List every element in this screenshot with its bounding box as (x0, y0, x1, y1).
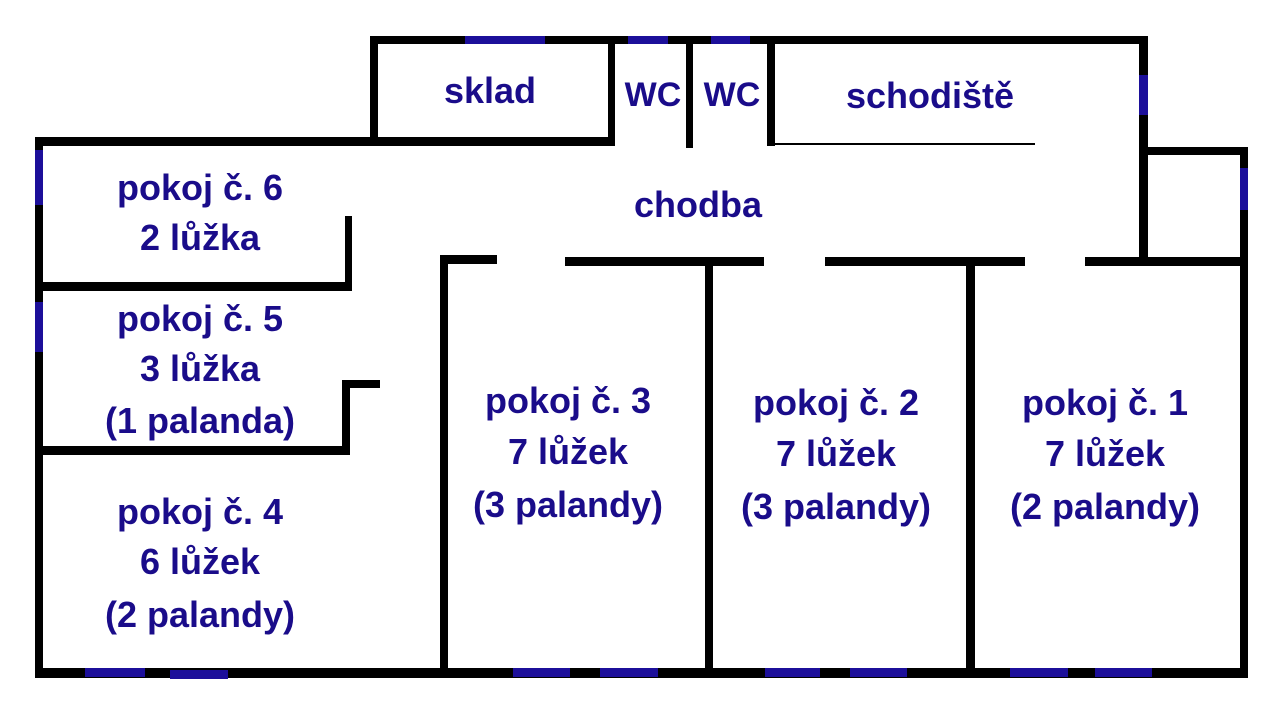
room4-name: pokoj č. 4 (117, 491, 283, 532)
room1-bunks: (2 palandy) (1010, 486, 1200, 527)
label-wc-2: WC (704, 76, 761, 114)
windows (35, 36, 1248, 679)
room2-bunks: (3 palandy) (741, 486, 931, 527)
room-labels: sklad WC WC schodiště chodba pokoj č. 6 … (105, 70, 1200, 635)
room2-beds: 7 lůžek (776, 433, 897, 474)
room3-beds: 7 lůžek (508, 431, 629, 472)
room3-bunks: (3 palandy) (473, 484, 663, 525)
label-sklad: sklad (444, 70, 536, 111)
room1-name: pokoj č. 1 (1022, 382, 1188, 423)
room5-bunks: (1 palanda) (105, 400, 295, 441)
room4-beds: 6 lůžek (140, 541, 261, 582)
label-wc-1: WC (625, 76, 682, 114)
label-corridor: chodba (634, 184, 763, 225)
room6-beds: 2 lůžka (140, 217, 261, 258)
room4-bunks: (2 palandy) (105, 594, 295, 635)
room5-name: pokoj č. 5 (117, 298, 283, 339)
room5-beds: 3 lůžka (140, 348, 261, 389)
room3-name: pokoj č. 3 (485, 380, 651, 421)
label-stairs: schodiště (846, 75, 1014, 116)
room2-name: pokoj č. 2 (753, 382, 919, 423)
room1-beds: 7 lůžek (1045, 433, 1166, 474)
room6-name: pokoj č. 6 (117, 167, 283, 208)
